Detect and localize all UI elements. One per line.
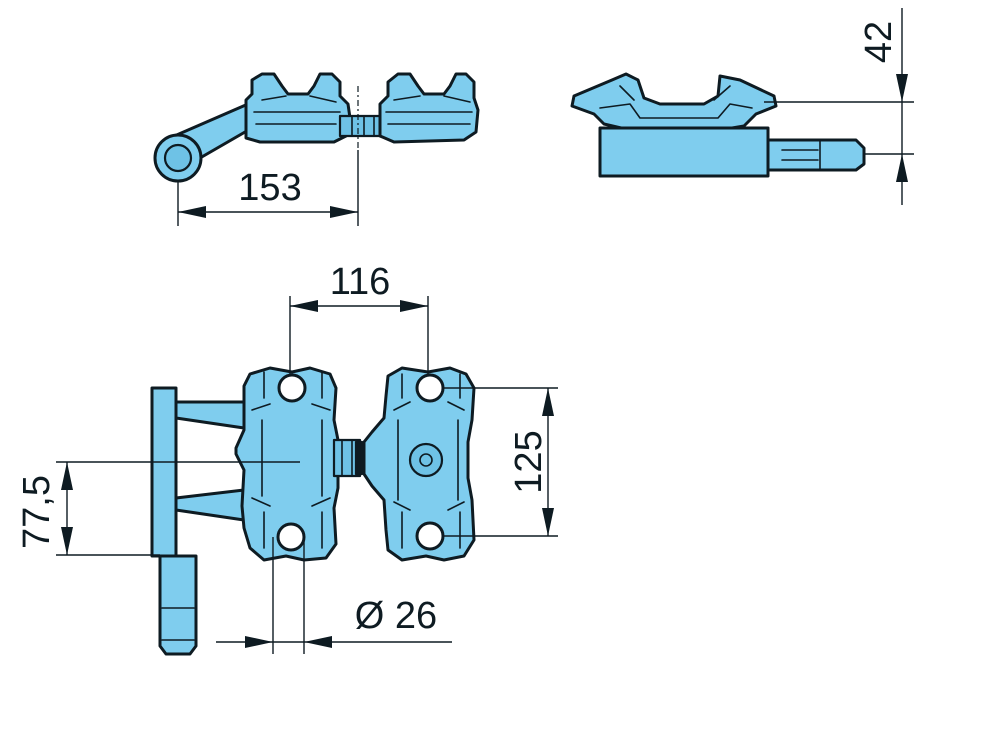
dim-diameter-label: Ø 26 <box>355 595 437 637</box>
dim-42-label: 42 <box>858 21 900 63</box>
right-bottom-hole <box>415 521 445 551</box>
side-view: 153 <box>153 72 480 226</box>
front-view: 42 <box>570 8 914 205</box>
dim-77-5-label: 77,5 <box>16 475 58 549</box>
dim-153-label: 153 <box>238 167 301 209</box>
dim-125-label: 125 <box>508 430 550 493</box>
left-bottom-hole <box>276 522 306 552</box>
left-top-hole <box>277 373 307 403</box>
dim-116-label: 116 <box>330 261 391 303</box>
right-top-hole <box>415 373 445 403</box>
plan-view: 116 125 77,5 Ø 26 <box>16 261 558 656</box>
